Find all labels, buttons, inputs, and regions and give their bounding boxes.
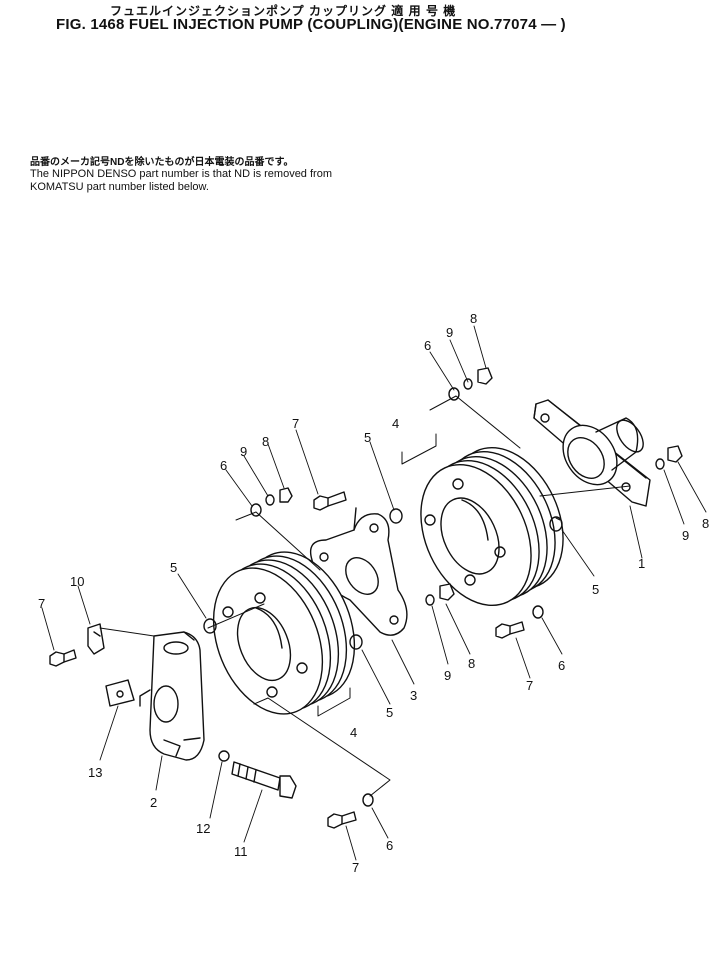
leader-lines xyxy=(41,325,707,861)
callout-9-d: 9 xyxy=(682,528,689,543)
part-7-bolt-b xyxy=(313,491,347,511)
part-9-lock-washer xyxy=(425,594,435,606)
part-13-plate xyxy=(105,679,135,707)
callout-9-c: 9 xyxy=(444,668,451,683)
part-8-nut xyxy=(667,445,683,463)
callout-9-b: 9 xyxy=(240,444,247,459)
part-4-disc-pack-upper xyxy=(420,446,564,607)
note-line-1: The NIPPON DENSO part number is that ND … xyxy=(30,168,332,180)
small-hardware xyxy=(203,367,683,807)
callout-8-a: 8 xyxy=(470,311,477,326)
part-6-washer xyxy=(448,387,460,401)
callout-1: 1 xyxy=(638,556,645,571)
part-2-hub-bracket xyxy=(139,631,205,761)
part-8-nut xyxy=(439,583,455,601)
callout-6-a: 6 xyxy=(424,338,431,353)
callout-7-d: 7 xyxy=(352,860,359,875)
title-japanese: フュエルインジェクションポンプ カップリング 適 用 号 機 xyxy=(110,4,457,18)
callout-5-b: 5 xyxy=(170,560,177,575)
part-5-nut xyxy=(349,634,363,650)
callout-7-b: 7 xyxy=(38,596,45,611)
part-5-nut xyxy=(389,508,403,524)
part-10-clip xyxy=(87,623,105,655)
callout-5-d: 5 xyxy=(592,582,599,597)
callout-3: 3 xyxy=(410,688,417,703)
part-7-bolt-a xyxy=(49,649,77,667)
part-3-center-plate xyxy=(309,507,408,636)
callout-6-b: 6 xyxy=(220,458,227,473)
callout-2: 2 xyxy=(150,795,157,810)
callout-9-a: 9 xyxy=(446,325,453,340)
part-7-bolt-c xyxy=(495,621,525,639)
part-6-washer xyxy=(362,793,374,807)
callout-6-d: 6 xyxy=(386,838,393,853)
figure-title: FIG. 1468 FUEL INJECTION PUMP (COUPLING)… xyxy=(56,16,566,33)
part-9-lock-washer xyxy=(463,378,473,390)
callout-12: 12 xyxy=(196,821,210,836)
part-9-lock-washer xyxy=(655,458,665,470)
callout-8-b: 8 xyxy=(262,434,269,449)
part-8-nut xyxy=(279,487,293,503)
assembly-lines xyxy=(99,395,631,797)
part-5-nut xyxy=(203,618,217,634)
part-7-bolt-d xyxy=(327,811,357,829)
part-1-flange xyxy=(533,399,651,507)
callout-11: 11 xyxy=(234,844,248,859)
callout-4-upper: 4 xyxy=(392,416,399,431)
callout-6-c: 6 xyxy=(558,658,565,673)
part-4-disc-pack-lower xyxy=(212,551,356,715)
callout-13: 13 xyxy=(88,765,102,780)
callout-4-lower: 4 xyxy=(350,725,357,740)
callout-7-a: 7 xyxy=(292,416,299,431)
callout-10: 10 xyxy=(70,574,84,589)
part-8-nut xyxy=(477,367,493,385)
callout-7-c: 7 xyxy=(526,678,533,693)
part-5-nut xyxy=(549,516,563,532)
part-11-bolt xyxy=(231,761,297,799)
part-6-washer xyxy=(532,605,544,619)
callout-labels: 1 2 3 4 4 5 5 5 5 5 6 6 6 6 6 7 7 7 7 7 … xyxy=(38,311,709,875)
callout-5-a: 5 xyxy=(364,430,371,445)
part-12-snap-ring xyxy=(218,750,230,762)
part-6-washer xyxy=(250,503,262,517)
callout-5-c: 5 xyxy=(386,705,393,720)
part-4-brackets xyxy=(317,433,437,717)
note-line-2: KOMATSU part number listed below. xyxy=(30,181,209,193)
callout-8-d: 8 xyxy=(702,516,709,531)
part-9-lock-washer xyxy=(265,494,275,506)
note-japanese: 品番のメーカ記号NDを除いたものが日本電装の品番です。 xyxy=(30,157,294,168)
callout-8-c: 8 xyxy=(468,656,475,671)
